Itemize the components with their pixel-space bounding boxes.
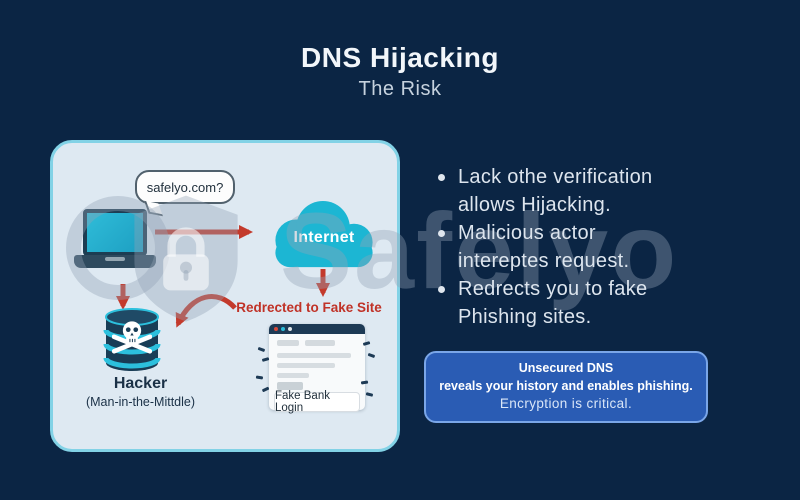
cloud-label: Internet — [293, 229, 355, 246]
hacker-label: Hacker — [113, 375, 168, 392]
skull-icon — [112, 321, 152, 354]
warning-line-1: Unsecured DNS — [518, 361, 614, 375]
fake-window-label: Fake Bank Login — [275, 390, 330, 414]
page-title: DNS Hijacking — [301, 42, 499, 73]
fake-window-label-chip: Fake Bank Login — [274, 390, 360, 414]
bullet-text: Malicious actor intereptes request. — [458, 222, 630, 272]
bullet-text: Lack othe verification allows Hijacking. — [458, 166, 653, 216]
risk-bullet-list: Lack othe verification allows Hijacking.… — [438, 163, 730, 331]
speech-bubble-text: safelyo.com? — [146, 179, 224, 195]
fake-site-window: Fake Bank Login — [269, 324, 365, 414]
warning-line-3: Encryption is critical. — [499, 396, 633, 412]
page-subtitle: The Risk — [358, 78, 442, 100]
placeholder-line — [277, 363, 335, 368]
risk-bullet-item: Malicious actor intereptes request. — [438, 219, 730, 275]
laptop-icon — [83, 209, 147, 256]
risk-bullet-item: Lack othe verification allows Hijacking. — [438, 163, 730, 219]
cloud-icon — [275, 200, 373, 268]
bullet-dot — [438, 286, 445, 293]
placeholder-button — [277, 382, 303, 390]
titlebar-dot-light — [288, 327, 292, 331]
hacker-label-block: Hacker (Man-in-the-Mittdle) — [83, 375, 198, 409]
illustration-panel: safelyo.com? — [50, 140, 400, 452]
hacker-sublabel: (Man-in-the-Mittdle) — [85, 395, 196, 409]
redirect-caption: Redrected to Fake Site — [236, 300, 382, 315]
laptop-base — [74, 255, 156, 268]
bullet-dot — [438, 230, 445, 237]
warning-box: Unsecured DNS reveals your history and e… — [424, 351, 708, 424]
placeholder-line — [277, 353, 351, 358]
browser-titlebar — [269, 324, 365, 334]
placeholder-line — [277, 373, 309, 378]
titlebar-dot-teal — [281, 327, 285, 331]
hacker-database-icon — [103, 308, 161, 372]
placeholder-tab — [305, 340, 335, 346]
arrow-fakesite-to-hacker — [175, 294, 237, 328]
bullet-dot — [438, 174, 445, 181]
warning-line-2: reveals your history and enables phishin… — [439, 379, 693, 394]
speech-bubble: safelyo.com? — [135, 170, 235, 204]
bullet-text: Redrects you to fake Phishing sites. — [458, 278, 648, 328]
titlebar-dot-red — [274, 327, 278, 331]
placeholder-tab — [277, 340, 299, 346]
internet-cloud: Internet — [263, 193, 385, 273]
header: DNS Hijacking The Risk — [0, 42, 800, 101]
risk-bullet-item: Redrects you to fake Phishing sites. — [438, 275, 730, 331]
